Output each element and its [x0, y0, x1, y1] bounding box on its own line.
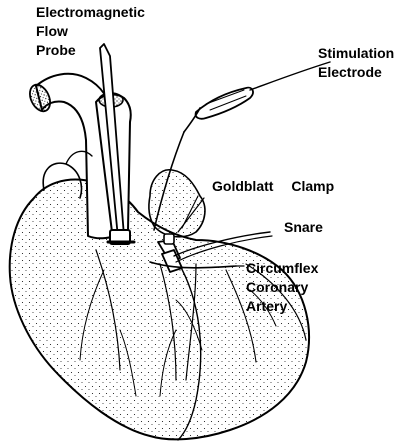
goldblatt-clamp-label: Goldblatt Clamp	[212, 177, 334, 196]
flow-probe-line-2: Flow	[36, 23, 68, 39]
circumflex-line-2: Coronary	[246, 279, 309, 295]
flow-probe-label: Electromagnetic Flow Probe	[36, 3, 145, 60]
flow-probe-cable	[99, 43, 125, 239]
flow-probe-line-3: Probe	[36, 42, 76, 58]
aorta	[35, 72, 117, 240]
flow-probe-line-1: Electromagnetic	[36, 4, 145, 20]
stimulation-electrode-line-2: Electrode	[318, 64, 382, 80]
stimulation-electrode-clip	[194, 86, 254, 120]
goldblatt-word: Goldblatt	[212, 178, 274, 194]
snare-text: Snare	[284, 219, 323, 235]
clamp-word: Clamp	[291, 178, 335, 194]
circumflex-label: Circumflex Coronary Artery	[246, 259, 318, 316]
stimulation-wire	[249, 61, 331, 91]
circumflex-line-3: Artery	[246, 298, 288, 314]
electrode-lead	[153, 131, 185, 231]
left-atrial-appendage	[148, 169, 206, 238]
snare-label: Snare	[284, 218, 323, 237]
circumflex-line-1: Circumflex	[246, 260, 319, 276]
circumflex-artery	[149, 261, 237, 269]
stimulation-electrode-line-1: Stimulation	[318, 45, 395, 61]
stimulation-electrode-label: Stimulation Electrode	[318, 44, 394, 82]
